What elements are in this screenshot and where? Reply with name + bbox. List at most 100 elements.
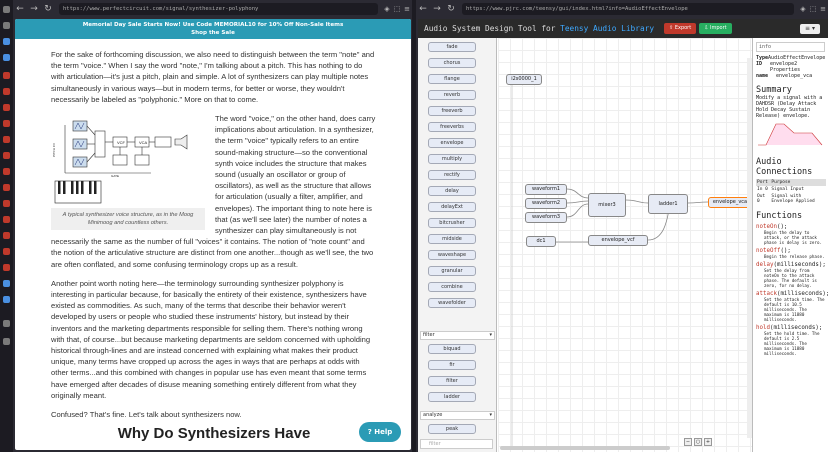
palette-node-delay[interactable]: delay bbox=[428, 186, 476, 196]
category-label: filter bbox=[423, 332, 435, 338]
tab-icon[interactable] bbox=[3, 136, 10, 143]
palette-node-peak[interactable]: peak bbox=[428, 424, 476, 434]
back-icon[interactable]: ← bbox=[16, 4, 24, 14]
tab-icon[interactable] bbox=[3, 280, 10, 287]
node-envelope-vca[interactable]: envelope_vca bbox=[708, 197, 752, 208]
tab-icon[interactable] bbox=[3, 296, 10, 303]
tab-icon[interactable] bbox=[3, 264, 10, 271]
node-i2s[interactable]: i2s0000_1 bbox=[506, 74, 542, 85]
zoom-out-icon[interactable]: − bbox=[684, 438, 692, 446]
tab-icon[interactable] bbox=[3, 54, 10, 61]
tab-icon[interactable] bbox=[3, 184, 10, 191]
chevron-down-icon: ▾ bbox=[489, 412, 492, 418]
palette-node-reverb[interactable]: reverb bbox=[428, 90, 476, 100]
canvas-vertical-scrollbar[interactable] bbox=[747, 58, 752, 438]
palette-category-filter[interactable]: filter▾ bbox=[420, 331, 495, 340]
extensions-icon[interactable]: ⬚ bbox=[809, 5, 817, 13]
tab-icon[interactable] bbox=[3, 248, 10, 255]
info-tab[interactable]: info bbox=[756, 42, 825, 52]
palette-node-rectify[interactable]: rectify bbox=[428, 170, 476, 180]
help-icon: ? bbox=[367, 428, 372, 436]
node-mixer3[interactable]: mixer3 bbox=[588, 193, 626, 217]
tab-icon[interactable] bbox=[3, 152, 10, 159]
node-waveform3[interactable]: waveform3 bbox=[525, 212, 567, 223]
reload-icon[interactable]: ↻ bbox=[44, 4, 52, 14]
app-menu-button[interactable]: ≡ ▾ bbox=[800, 23, 820, 34]
forward-icon[interactable]: → bbox=[433, 4, 441, 14]
menu-icon[interactable]: ≡ bbox=[820, 5, 826, 13]
help-label: Help bbox=[374, 428, 393, 436]
extensions-icon[interactable]: ⬚ bbox=[393, 5, 401, 13]
tab-icon[interactable] bbox=[3, 338, 10, 345]
tab-icon[interactable] bbox=[3, 6, 10, 13]
function-description: Begin the release phase. bbox=[764, 254, 825, 259]
tab-icon[interactable] bbox=[3, 104, 10, 111]
function-name: delay bbox=[756, 262, 774, 268]
id-value: envelope2 bbox=[770, 61, 798, 67]
palette-node-fade[interactable]: fade bbox=[428, 42, 476, 52]
left-tab-strip bbox=[0, 0, 13, 452]
palette-node-bitcrusher[interactable]: bitcrusher bbox=[428, 218, 476, 228]
palette-node-midside[interactable]: midside bbox=[428, 234, 476, 244]
tab-icon[interactable] bbox=[3, 38, 10, 45]
address-field[interactable]: https://www.perfectcircuit.com/signal/sy… bbox=[59, 3, 378, 15]
palette-node-flange[interactable]: flange bbox=[428, 74, 476, 84]
function-description: Begin the delay to attack, or the attack… bbox=[764, 230, 822, 245]
section-heading: Why Do Synthesizers Have bbox=[117, 425, 311, 443]
import-button[interactable]: ⇩ Import bbox=[699, 23, 732, 34]
article-body: For the sake of forthcoming discussion, … bbox=[15, 39, 411, 443]
tab-icon[interactable] bbox=[3, 88, 10, 95]
palette-node-delayExt[interactable]: delayExt bbox=[428, 202, 476, 212]
address-field[interactable]: https://www.pjrc.com/teensy/gui/index.ht… bbox=[462, 3, 794, 15]
reload-icon[interactable]: ↻ bbox=[447, 4, 455, 14]
palette-node-wavefolder[interactable]: wavefolder bbox=[428, 298, 476, 308]
tab-icon[interactable] bbox=[3, 168, 10, 175]
node-waveform1[interactable]: waveform1 bbox=[525, 184, 567, 195]
teensy-library-link[interactable]: Teensy Audio Library bbox=[560, 24, 655, 33]
promo-link[interactable]: Shop the Sale bbox=[191, 30, 235, 36]
palette-filter-input[interactable]: filter bbox=[420, 439, 493, 449]
palette-node-chorus[interactable]: chorus bbox=[428, 58, 476, 68]
tab-icon[interactable] bbox=[3, 320, 10, 327]
promo-banner[interactable]: Memorial Day Sale Starts Now! Use Code M… bbox=[15, 19, 411, 39]
tab-icon[interactable] bbox=[3, 72, 10, 79]
palette-node-freeverb[interactable]: freeverb bbox=[428, 106, 476, 116]
function-args: (); bbox=[780, 248, 791, 254]
palette-node-waveshape[interactable]: waveshape bbox=[428, 250, 476, 260]
function-args: (milliseconds); bbox=[769, 325, 823, 331]
export-button[interactable]: ⇪ Export bbox=[664, 23, 697, 34]
purpose-cell: Signal Input bbox=[771, 187, 804, 192]
tab-icon[interactable] bbox=[3, 232, 10, 239]
menu-icon[interactable]: ≡ bbox=[404, 5, 410, 13]
workspace-canvas[interactable]: i2s0000_1 waveform1 waveform2 waveform3 … bbox=[498, 38, 752, 452]
node-ladder1[interactable]: ladder1 bbox=[648, 194, 688, 214]
palette-node-fir[interactable]: fir bbox=[428, 360, 476, 370]
palette-node-ladder[interactable]: ladder bbox=[428, 392, 476, 402]
tab-icon[interactable] bbox=[3, 200, 10, 207]
palette-node-combine[interactable]: combine bbox=[428, 282, 476, 292]
back-icon[interactable]: ← bbox=[419, 4, 427, 14]
canvas-horizontal-scrollbar[interactable] bbox=[500, 446, 670, 450]
palette-node-biquad[interactable]: biquad bbox=[428, 344, 476, 354]
palette-category-analyze[interactable]: analyze▾ bbox=[420, 411, 495, 420]
forward-icon[interactable]: → bbox=[30, 4, 38, 14]
import-icon: ⇩ bbox=[704, 25, 709, 31]
node-envelope-vcf[interactable]: envelope_vcf bbox=[588, 235, 648, 246]
shield-icon[interactable]: ◈ bbox=[384, 5, 390, 13]
palette-node-filter[interactable]: filter bbox=[428, 376, 476, 386]
palette-node-granular[interactable]: granular bbox=[428, 266, 476, 276]
zoom-reset-icon[interactable]: ○ bbox=[694, 438, 702, 446]
node-waveform2[interactable]: waveform2 bbox=[525, 198, 567, 209]
palette-node-freeverbs[interactable]: freeverbs bbox=[428, 122, 476, 132]
palette-node-multiply[interactable]: multiply bbox=[428, 154, 476, 164]
tab-icon[interactable] bbox=[3, 22, 10, 29]
shield-icon[interactable]: ◈ bbox=[800, 5, 806, 13]
tab-icon[interactable] bbox=[3, 216, 10, 223]
palette-node-envelope[interactable]: envelope bbox=[428, 138, 476, 148]
help-button[interactable]: ? Help bbox=[359, 422, 401, 442]
node-palette: fade chorus flange reverb freeverb freeverbs e… bbox=[418, 38, 497, 452]
node-dc1[interactable]: dc1 bbox=[526, 236, 556, 247]
zoom-in-icon[interactable]: + bbox=[704, 438, 712, 446]
tab-icon[interactable] bbox=[3, 120, 10, 127]
